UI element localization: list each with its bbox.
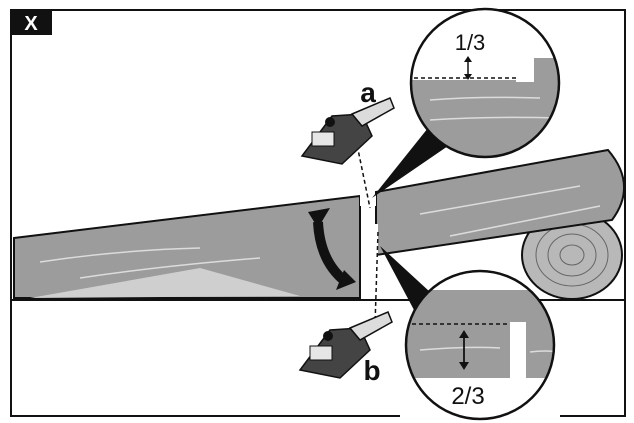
label-cut-b: b xyxy=(363,355,380,386)
label-fraction-bottom: 2/3 xyxy=(451,383,484,410)
ground-shading xyxy=(30,268,300,298)
main-log xyxy=(13,148,625,299)
label-cut-a: a xyxy=(360,77,376,108)
chainsaw-icon xyxy=(298,311,393,379)
badge: X xyxy=(11,10,52,35)
badge-text: X xyxy=(24,13,38,35)
double-arrow-icon xyxy=(464,56,472,80)
label-fraction-top: 1/3 xyxy=(455,30,486,55)
cut-line-b xyxy=(374,231,379,326)
double-arrow-icon xyxy=(459,330,469,370)
pointer-top xyxy=(372,128,448,198)
support-log xyxy=(521,210,623,300)
pointer-bottom xyxy=(380,246,430,310)
chainsaw-icon xyxy=(300,97,395,165)
magnifier-bottom: 2/3 xyxy=(400,269,560,423)
curved-arrow-icon xyxy=(308,208,356,290)
